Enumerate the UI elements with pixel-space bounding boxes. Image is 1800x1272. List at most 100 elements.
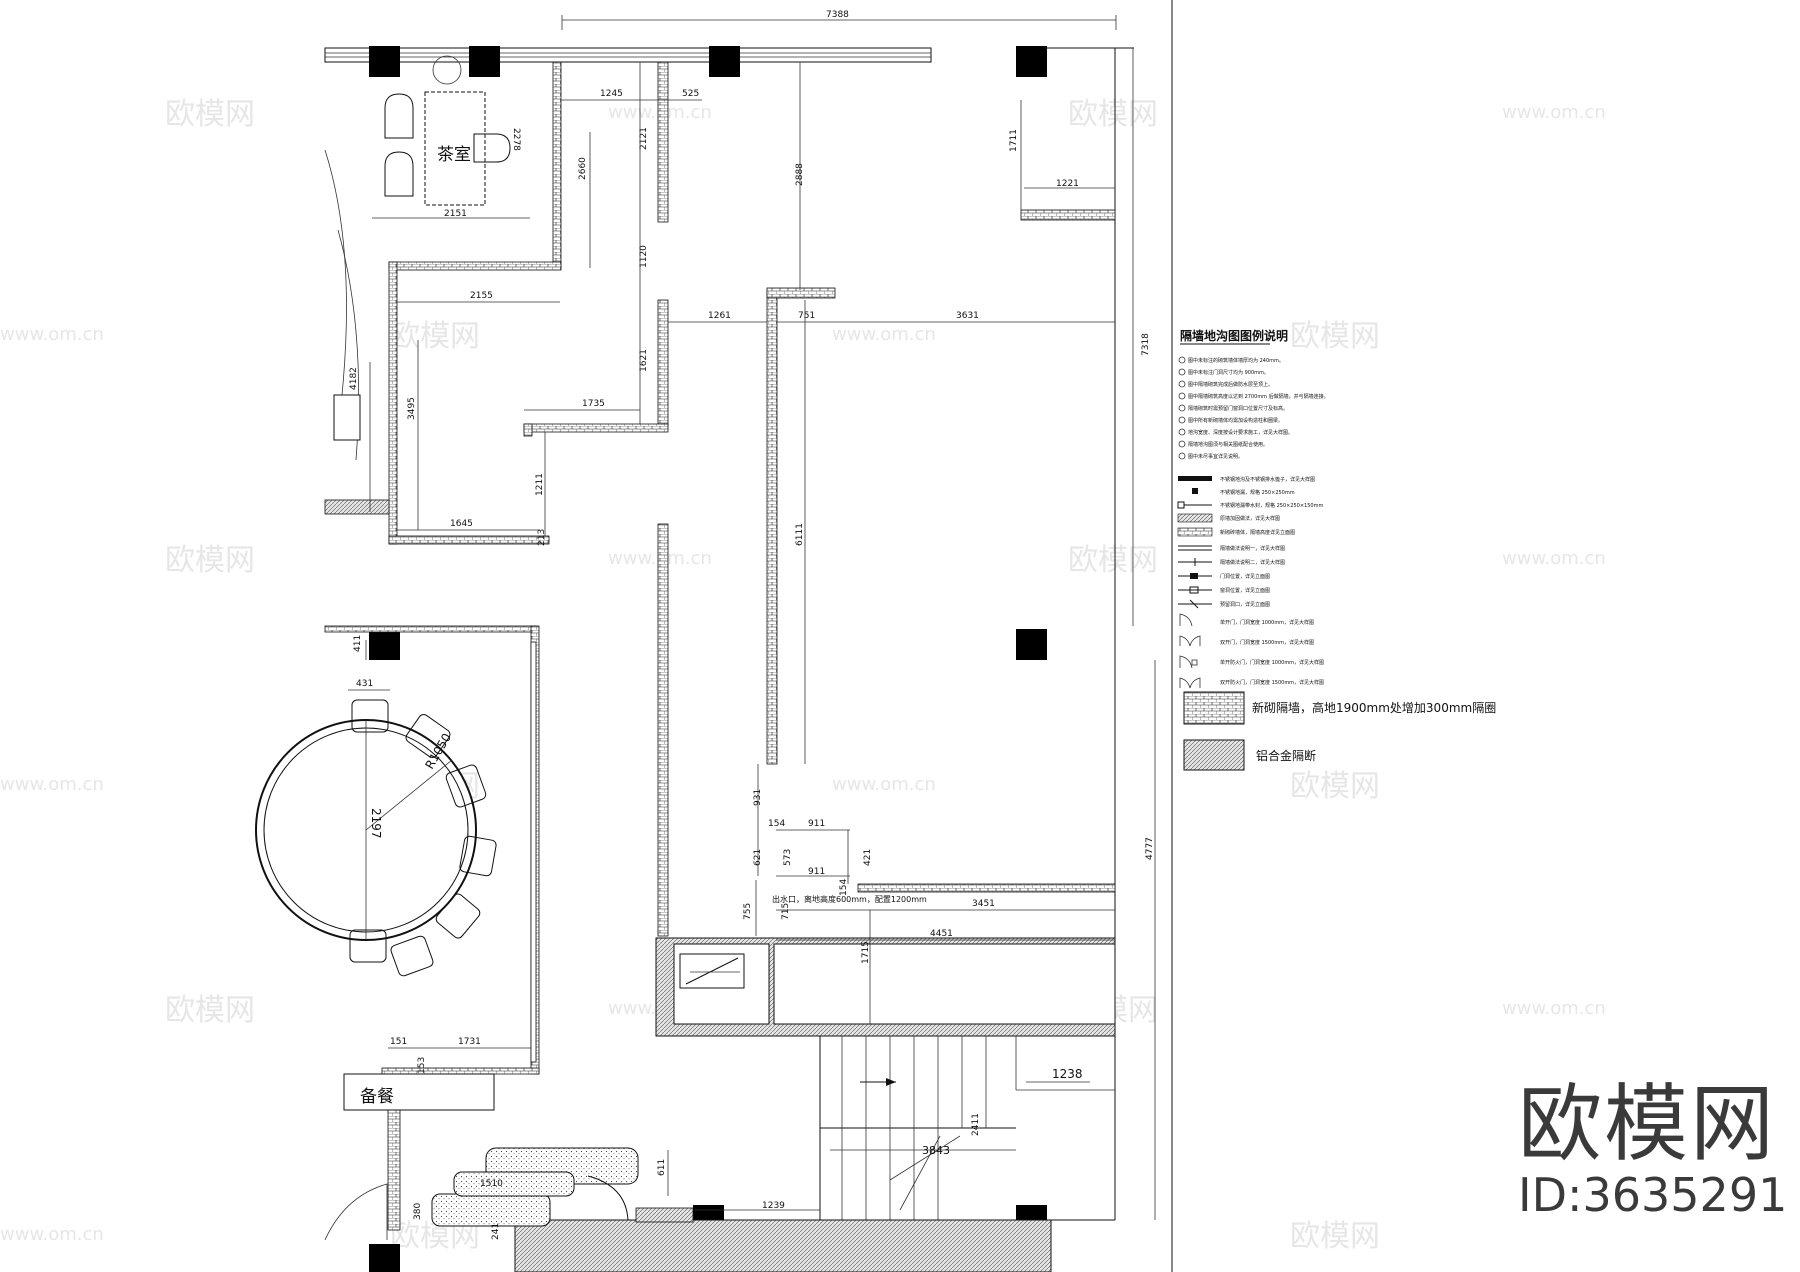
dim-label: 2660 <box>578 157 588 180</box>
watermark-url: www.om.cn <box>1502 998 1606 1019</box>
legend-note: 图中未尽事宜详见说明。 <box>1188 453 1243 460</box>
legend-brick-wall: 新砌隔墙，高地1900mm处增加300mm隔圈 <box>1252 700 1496 715</box>
dim-label: 6111 <box>795 523 805 546</box>
dim-label: 411 <box>353 635 363 652</box>
dim-label: 1239 <box>762 1201 785 1211</box>
dim-label: 1120 <box>639 245 649 268</box>
door-swing <box>432 55 462 85</box>
watermarks: 欧模网 欧模网 www.om.cn www.om.cn 欧模网 欧模网 www.… <box>0 97 1606 1254</box>
watermark-url: www.om.cn <box>832 324 936 345</box>
dim-label: 911 <box>808 867 825 877</box>
dim-label: 241 <box>491 1223 501 1240</box>
dim-label: 525 <box>682 89 699 99</box>
dim-label: 431 <box>356 679 373 689</box>
dim-label: 1238 <box>1052 1067 1083 1081</box>
brick-partitions <box>388 61 1116 937</box>
dim-label: 931 <box>753 789 763 806</box>
chair <box>384 151 414 197</box>
legend-symbol-label: 单开门，门洞宽度 1000mm，详见大样图 <box>1220 619 1314 626</box>
legend-symbol-label: 门洞位置，详见立面图 <box>1220 573 1270 580</box>
dim-label: 2278 <box>511 128 521 151</box>
legend-note: 图中所有新砌墙体均需加设构造柱和圈梁。 <box>1188 417 1283 424</box>
pantry-counter <box>343 1073 495 1111</box>
brick-wall-swatch <box>1183 691 1245 725</box>
legend-note: 图中未标注的砌筑墙体墙厚均为 240mm。 <box>1188 357 1284 364</box>
dim-label: 4777 <box>1145 837 1155 860</box>
dim-label: 380 <box>413 1203 423 1220</box>
dining-room-walls <box>324 625 540 1231</box>
dim-label: 611 <box>657 1159 667 1176</box>
legend-note: 隔墙砌筑时需预留门窗洞口位置尺寸及标高。 <box>1188 405 1288 412</box>
watermark: 欧模网 <box>1068 543 1158 578</box>
legend-notes: 图中未标注的砌筑墙体墙厚均为 240mm。 图中未标注门洞尺寸均为 900mm。… <box>1178 356 1329 460</box>
dimension-labels: 7388 1245 525 2278 2151 2660 2121 2888 1… <box>349 10 1155 1240</box>
legend-symbol-label: 窗洞位置，详见立面图 <box>1220 587 1270 594</box>
kitchen-pit <box>655 937 1116 1037</box>
legend-symbol-label: 预留洞口，详见立面图 <box>1220 601 1270 608</box>
watermark: 欧模网 <box>165 993 255 1028</box>
dim-label: 421 <box>863 849 873 866</box>
chair <box>473 133 511 163</box>
dim-label: 2197 <box>369 808 383 839</box>
dining-chairs <box>349 699 497 977</box>
dim-label: 573 <box>783 849 793 866</box>
dim-label: 4451 <box>930 929 953 939</box>
dim-label: 1510 <box>480 1179 503 1189</box>
legend-symbol-label: 单开防火门，门洞宽度 1000mm，详见大样图 <box>1220 659 1324 666</box>
dim-label: 1245 <box>600 89 623 99</box>
legend-symbol-label: 双开门，门洞宽度 1500mm，详见大样图 <box>1220 639 1314 646</box>
dim-label: 621 <box>753 849 763 866</box>
dim-label: 3495 <box>407 397 417 420</box>
annotation-water-outlet: 出水口，离地高度600mm，配置1200mm <box>772 894 927 904</box>
armchair <box>333 394 361 441</box>
exterior-walls <box>324 47 1134 1221</box>
legend: 隔墙地沟图图例说明 图中未标注的砌筑墙体墙厚均为 240mm。 图中未标注门洞尺… <box>1177 328 1496 771</box>
dim-label: 154 <box>839 879 849 896</box>
legend-note: 隔墙地沟图须与相关图纸配合使用。 <box>1188 441 1268 448</box>
dim-label: 1645 <box>450 519 473 529</box>
dim-label: 153 <box>417 1057 427 1074</box>
site-logo: 欧模网 <box>1518 1075 1777 1173</box>
legend-symbol-label: 新砌砖墙体，隔墙高度详见立面图 <box>1220 529 1295 536</box>
watermark: 欧模网 <box>165 543 255 578</box>
dimension-lines <box>348 15 1156 1220</box>
dim-label: 7388 <box>826 10 849 20</box>
dim-label: 154 <box>768 819 785 829</box>
legend-symbol-label: 不锈钢地沟及不锈钢排水篦子，详见大样图 <box>1220 476 1315 483</box>
dim-label: 3631 <box>956 311 979 321</box>
dim-label: 2121 <box>639 127 649 150</box>
watermark: 欧模网 <box>1068 97 1158 132</box>
dim-label: 1735 <box>582 399 605 409</box>
legend-symbols: 不锈钢地沟及不锈钢排水篦子，详见大样图 不锈钢地漏，规格 250×250mm 不… <box>1177 476 1324 689</box>
legend-note: 地沟宽度、深度按设计要求施工，详见大样图。 <box>1188 429 1293 436</box>
resource-id: ID:3635291 <box>1518 1168 1788 1222</box>
legend-symbol-label: 隔墙做法说明二，详见大样图 <box>1220 559 1285 566</box>
legend-note: 图中未标注门洞尺寸均为 900mm。 <box>1188 369 1269 376</box>
watermark: 欧模网 <box>165 97 255 132</box>
legend-note: 图中隔墙砌筑完成后做防水层至顶上。 <box>1188 381 1273 388</box>
dim-label: 751 <box>798 311 815 321</box>
legend-note: 图中隔墙砌筑高度以达到 2700mm 后做隔墙，并与隔墙连接。 <box>1188 393 1329 400</box>
dim-label: 1621 <box>639 349 649 372</box>
dim-label: 1731 <box>458 1037 481 1047</box>
legend-aluminum: 铝合金隔断 <box>1256 748 1316 763</box>
legend-symbol-label: 原墙加固做法，详见大样图 <box>1220 515 1280 522</box>
dim-label: 3843 <box>922 1144 950 1157</box>
legend-title: 隔墙地沟图图例说明 <box>1180 328 1288 343</box>
dim-label: 7318 <box>1141 333 1151 356</box>
dim-label: 4182 <box>349 367 359 390</box>
watermark: 欧模网 <box>1290 1219 1380 1254</box>
dim-label: 213 <box>537 529 547 546</box>
legend-symbol-label: 不锈钢地漏，规格 250×250mm <box>1220 489 1295 496</box>
staircase <box>819 1036 1115 1230</box>
watermark-url: www.om.cn <box>832 774 936 795</box>
dim-label: 151 <box>390 1037 407 1047</box>
lounge-sofa <box>324 1147 694 1241</box>
dim-label: 2411 <box>971 1113 981 1136</box>
dim-label: 2888 <box>795 163 805 186</box>
legend-symbol-label: 不锈钢地漏带水封，规格 250×250×150mm <box>1220 502 1323 509</box>
aluminum-swatch <box>1183 739 1245 771</box>
dim-label: 1221 <box>1056 179 1079 189</box>
watermark-url: www.om.cn <box>1502 102 1606 123</box>
legend-symbol-label: 双开防火门，门洞宽度 1500mm，详见大样图 <box>1220 679 1324 686</box>
